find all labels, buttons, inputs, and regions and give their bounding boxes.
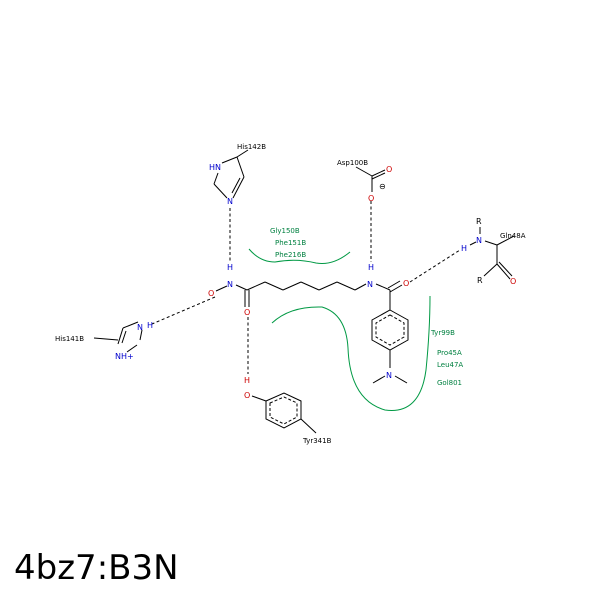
- asp100-o2: O: [368, 194, 374, 203]
- gln48-r2: R: [477, 276, 483, 285]
- ligand-amide-oxygen: O: [403, 279, 409, 288]
- hyd-leu47: Leu47A: [437, 361, 463, 369]
- ligand-chain: [215, 280, 403, 310]
- his142-ring: [213, 149, 249, 199]
- asp100-carboxylate: [355, 166, 386, 192]
- tyr341-h-atom: H: [244, 376, 250, 385]
- ligand-oh-oxygen: O: [208, 289, 214, 298]
- his142-label: His142B: [237, 143, 266, 151]
- his141-nh-plus: NH+: [115, 352, 134, 361]
- gln48-backbone: [469, 227, 515, 280]
- hyd-tyr99: Tyr99B: [430, 329, 455, 337]
- dimethylamino-nitrogen: N: [386, 371, 392, 380]
- ligand-nh-h: H: [227, 263, 233, 272]
- his142-n-atom: N: [227, 197, 233, 206]
- his141-label: His141B: [55, 335, 84, 343]
- hydrophobic-arc-upper: [248, 248, 351, 264]
- hbond-gln48: [409, 249, 461, 283]
- asp100-o1: O: [386, 165, 392, 174]
- hbond-his141: [151, 296, 216, 325]
- benzamide-ring: [371, 309, 409, 384]
- gln48-o-atom: O: [510, 277, 516, 286]
- gln48-r1: R: [476, 217, 482, 226]
- gln48-label: Gln48A: [500, 232, 526, 240]
- hyd-gly150: Gly150B: [270, 227, 300, 235]
- hyd-phe216: Phe216B: [275, 251, 306, 259]
- complex-title: 4bz7:B3N: [14, 548, 179, 588]
- tyr341-o-atom: O: [244, 391, 250, 400]
- tyr341-label: Tyr341B: [302, 437, 332, 445]
- his141-h-atom: H: [147, 321, 153, 330]
- gln48-n-atom: N: [476, 236, 482, 245]
- ligand-amide-h: H: [368, 263, 374, 272]
- hyd-pro45: Pro45A: [437, 349, 462, 357]
- ligand-nh-nitrogen: N: [227, 280, 233, 289]
- asp100-charge: ⊖: [379, 182, 386, 191]
- ligand-amide-nitrogen: N: [367, 280, 373, 289]
- hyd-phe151: Phe151B: [275, 239, 306, 247]
- his142-nh-atom: HN: [209, 163, 221, 172]
- hyd-gol801: Gol801: [437, 379, 462, 387]
- hydrophobic-arc-lower: [271, 295, 431, 411]
- asp100-label: Asp100B: [337, 159, 368, 167]
- tyr341-ring: [251, 392, 317, 434]
- his141-n-atom: N: [137, 323, 143, 332]
- his141-ring: [93, 321, 143, 353]
- gln48-h-atom: H: [461, 244, 467, 253]
- ligand-carbonyl-oxygen: O: [244, 308, 250, 317]
